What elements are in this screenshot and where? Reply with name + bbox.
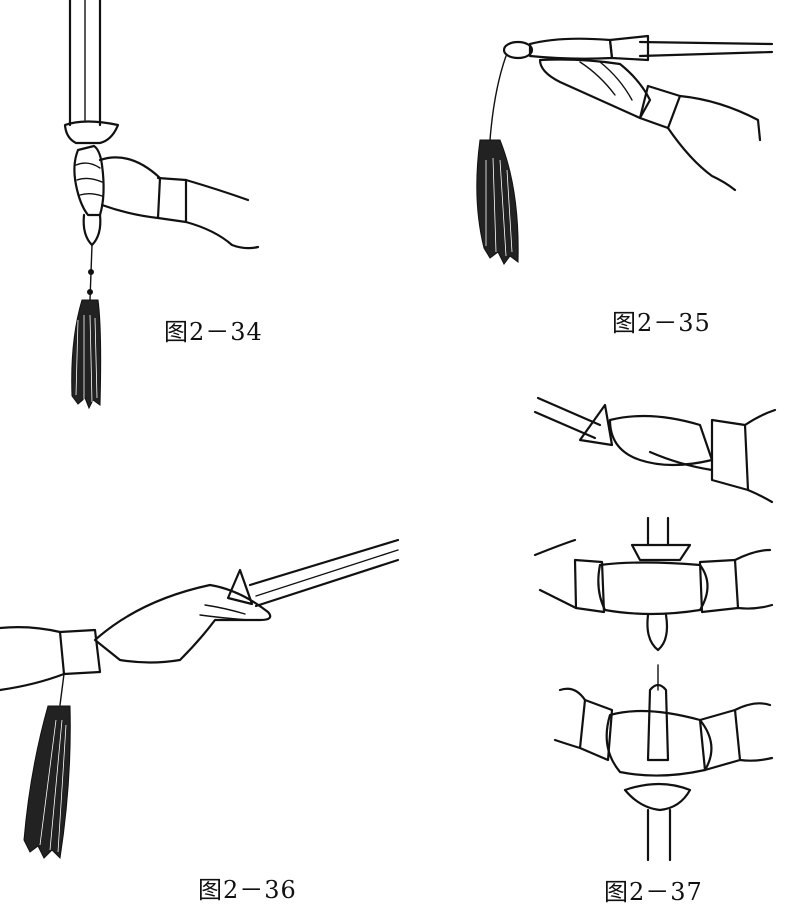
cuff xyxy=(156,176,188,224)
sleeve xyxy=(184,178,260,250)
sleeves xyxy=(553,687,774,762)
tassel xyxy=(23,705,71,860)
sword-grip xyxy=(528,37,614,60)
sword-blade xyxy=(68,0,102,127)
fingers xyxy=(75,162,103,197)
sword-grip xyxy=(646,683,670,762)
sword-guard xyxy=(623,782,692,812)
cuff xyxy=(58,628,102,676)
pommel xyxy=(82,213,102,247)
figure-2-35-drawing xyxy=(476,34,774,265)
holding-hands xyxy=(605,709,713,777)
pommel xyxy=(502,40,534,60)
sword-blade xyxy=(248,538,400,608)
sword-blade xyxy=(533,396,602,440)
sword-guard xyxy=(630,543,692,562)
figure-2-36-drawing xyxy=(0,538,400,860)
cuff-right xyxy=(698,558,740,614)
figure-2-34-drawing xyxy=(63,0,260,410)
fingers xyxy=(579,61,633,101)
sword-guard xyxy=(578,403,614,447)
hand xyxy=(93,583,272,664)
hand-upper xyxy=(608,414,714,467)
tassel xyxy=(476,139,519,265)
tassel xyxy=(71,299,102,410)
sleeve xyxy=(0,626,66,692)
forearm xyxy=(98,156,162,220)
sleeve xyxy=(666,94,762,192)
cuff-right xyxy=(698,708,742,772)
sword-blade xyxy=(638,40,774,58)
cuff-left xyxy=(573,558,606,614)
figure-caption: 图2－37 xyxy=(604,878,703,906)
figure-caption: 图2－36 xyxy=(198,876,297,904)
figure-caption: 图2－35 xyxy=(612,309,711,337)
figure-2-37-drawing xyxy=(533,396,777,862)
figure-caption: 图2－34 xyxy=(164,318,263,346)
sleeve xyxy=(743,408,777,504)
sword-guard xyxy=(63,120,120,145)
clasped-hands xyxy=(597,561,709,616)
cuff xyxy=(710,418,750,492)
tassel-cord xyxy=(489,55,507,141)
cuff-left xyxy=(578,698,614,762)
sleeves xyxy=(533,538,774,610)
hand-lower xyxy=(648,450,714,472)
hand-palm xyxy=(538,58,652,120)
fingers xyxy=(199,604,249,621)
blade-ridge xyxy=(255,549,399,597)
sword-blade xyxy=(646,808,672,862)
pommel xyxy=(646,613,669,652)
sword-guard xyxy=(226,568,254,606)
sword-blade xyxy=(646,516,670,547)
tassel-cord xyxy=(59,673,65,706)
